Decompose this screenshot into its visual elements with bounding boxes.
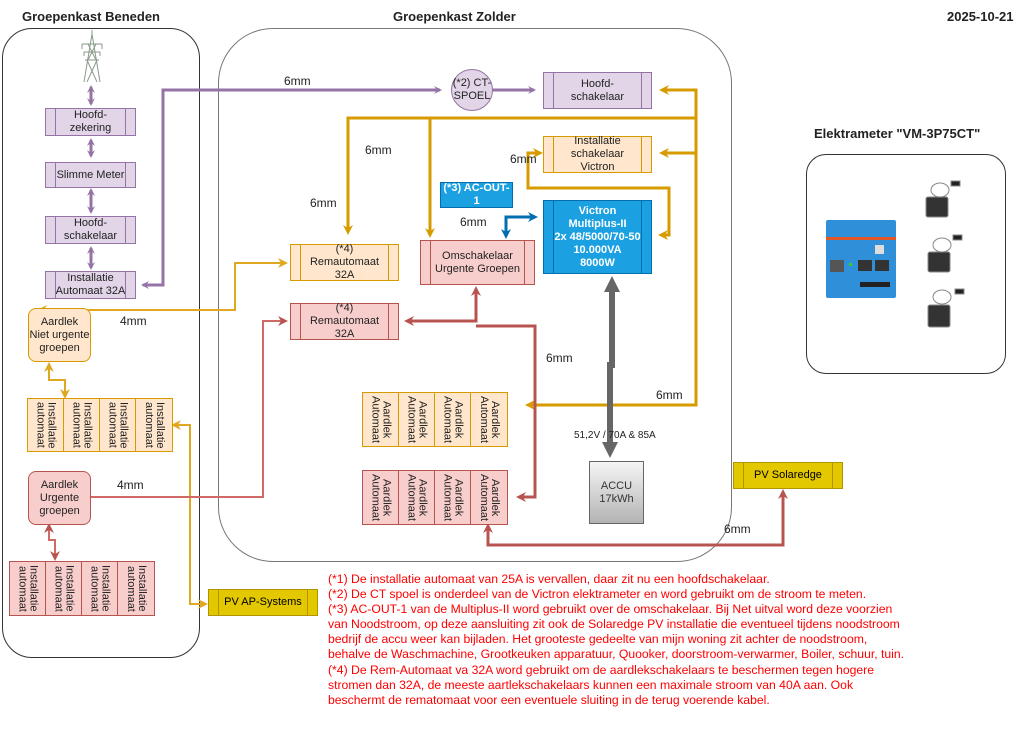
cable-label-ac-out: 6mm — [460, 215, 487, 229]
footnote-line: behalve de Waschmachine, Grootkeuken app… — [328, 647, 905, 662]
wire-aardlek-automaten-red — [44, 523, 60, 561]
aardlek-automaat-red[interactable]: Aardlek Automaat — [434, 470, 471, 525]
cable-label-left-vertical: 6mm — [310, 196, 337, 210]
date-label: 2025-10-21 — [947, 9, 1014, 24]
footnote-line: van Noodstroom, op deze aansluiting zit … — [328, 617, 900, 632]
footnote-line: stromen dan 32A, de meeste aartlekschake… — [328, 677, 854, 692]
box-aardlek-urgent[interactable]: Aardlek Urgente groepen — [28, 471, 91, 525]
box-victron-multiplus[interactable]: Victron Multiplus-II 2x 48/5000/70-50 10… — [543, 200, 652, 274]
footnote-line: (*1) De installatie automaat van 25A is … — [328, 572, 770, 586]
cable-label-installatieschakelaar: 6mm — [510, 152, 537, 166]
footnote-line: (*3) AC-OUT-1 van de Multiplus-II word g… — [328, 602, 893, 617]
title-groepenkast-beneden: Groepenkast Beneden — [22, 9, 160, 24]
cable-label-main: 6mm — [284, 74, 311, 88]
red-thin-wires — [37, 316, 288, 561]
box-installatie-schakelaar-victron[interactable]: Installatie schakelaar Victron — [543, 135, 652, 173]
ct-clamp-icon — [925, 180, 965, 328]
box-hoofdschakelaar-zolder[interactable]: Hoofd- schakelaar — [543, 72, 652, 109]
title-elektrameter: Elektrameter "VM-3P75CT" — [814, 126, 981, 141]
wire-aardlek-automaten-orange — [44, 362, 70, 399]
panel-elektrameter — [806, 154, 1006, 374]
aardlek-automaat-red[interactable]: Aardlek Automaat — [470, 470, 508, 525]
cable-label-urgent: 4mm — [117, 478, 144, 492]
group-orange-installatie-automaten: Installatie automaat Installatie automaa… — [27, 398, 173, 452]
wire-aardlek-urgent — [37, 316, 288, 502]
aardlek-automaat-red[interactable]: Aardlek Automaat — [362, 470, 399, 525]
dc-wire — [602, 276, 620, 458]
installatie-automaat-red[interactable]: Installatie automaat — [45, 561, 82, 616]
wire-aardlek-niet-urgent — [37, 258, 288, 315]
footnote-line: bedrijf de accu weer kan bijladen. Het g… — [328, 632, 868, 647]
box-pv-ap-systems[interactable]: PV AP-Systems — [208, 589, 318, 616]
cable-label-niet-urgent: 4mm — [120, 314, 147, 328]
box-remautomaat-red[interactable]: (*4) Remautomaat 32A — [290, 302, 399, 340]
installatie-automaat-red[interactable]: Installatie automaat — [117, 561, 155, 616]
aardlek-automaat-orange[interactable]: Aardlek Automaat — [470, 392, 508, 447]
box-ct-spoel[interactable]: (*2) CT- SPOEL — [451, 69, 493, 111]
aardlek-automaat-orange[interactable]: Aardlek Automaat — [398, 392, 435, 447]
box-ac-out-1[interactable]: (*3) AC-OUT-1 — [440, 182, 513, 208]
blue-wires — [501, 212, 538, 239]
installatie-automaat-red[interactable]: Installatie automaat — [9, 561, 46, 616]
footnote-line: beschermt de rematomaat voor een eventue… — [328, 692, 770, 707]
wire-acout-victron — [501, 212, 538, 239]
energy-meter-image — [826, 180, 965, 328]
cable-label-red-vertical: 6mm — [546, 351, 573, 365]
box-accu[interactable]: ACCU 17kWh — [589, 461, 644, 524]
box-aardlek-niet-urgent[interactable]: Aardlek Niet urgente groepen — [28, 308, 91, 362]
wire-to-solaredge — [483, 489, 788, 547]
group-orange-aardlek-automaten: Aardlek Automaat Aardlek Automaat Aardle… — [362, 392, 508, 447]
wire-to-remautomaat — [343, 116, 696, 235]
wire-omschakelaar-remautomaat — [404, 286, 481, 326]
box-pv-solaredge[interactable]: PV Solaredge — [733, 462, 843, 489]
wire-installatieschakelaar-victron — [526, 148, 671, 240]
footnote-line: (*2) De CT spoel is onderdeel van de Vic… — [328, 587, 867, 602]
installatie-automaat-orange[interactable]: Installatie automaat — [27, 398, 64, 452]
group-red-aardlek-automaten: Aardlek Automaat Aardlek Automaat Aardle… — [362, 470, 508, 525]
box-installatie-automaat[interactable]: Installatie Automaat 32A — [45, 271, 136, 299]
aardlek-automaat-orange[interactable]: Aardlek Automaat — [362, 392, 399, 447]
aardlek-automaat-red[interactable]: Aardlek Automaat — [398, 470, 435, 525]
energy-meter-icon — [826, 220, 896, 298]
installatie-automaat-orange[interactable]: Installatie automaat — [135, 398, 173, 452]
power-pylon-icon — [81, 30, 103, 82]
accu-label: ACCU 17kWh — [599, 479, 634, 505]
red-wires — [404, 286, 788, 547]
footnote-line: (*4) De Rem-Automaat va 32A word gebruik… — [328, 662, 875, 677]
wire-to-pv-apsystems — [171, 420, 208, 609]
box-hoofdzekering[interactable]: Hoofd- zekering — [45, 108, 136, 136]
box-hoofdschakelaar-beneden[interactable]: Hoofd- schakelaar — [45, 216, 136, 244]
box-remautomaat-orange[interactable]: (*4) Remautomaat 32A — [290, 243, 399, 281]
cable-label-accu: 51,2V / 70A & 85A — [574, 430, 656, 441]
installatie-automaat-red[interactable]: Installatie automaat — [81, 561, 118, 616]
box-omschakelaar[interactable]: Omschakelaar Urgente Groepen — [420, 240, 535, 285]
cable-label-remautomaat: 6mm — [365, 143, 392, 157]
title-groepenkast-zolder: Groepenkast Zolder — [393, 9, 516, 24]
cable-label-solaredge: 6mm — [724, 522, 751, 536]
box-slimme-meter[interactable]: Slimme Meter — [45, 162, 136, 188]
installatie-automaat-orange[interactable]: Installatie automaat — [63, 398, 100, 452]
cable-label-orange-return: 6mm — [656, 388, 683, 402]
group-red-installatie-automaten: Installatie automaat Installatie automaa… — [9, 561, 155, 616]
wire-victron-accu — [602, 276, 620, 458]
installatie-automaat-orange[interactable]: Installatie automaat — [99, 398, 136, 452]
aardlek-automaat-orange[interactable]: Aardlek Automaat — [434, 392, 471, 447]
footnotes: (*1) De installatie automaat van 25A is … — [328, 572, 1018, 708]
